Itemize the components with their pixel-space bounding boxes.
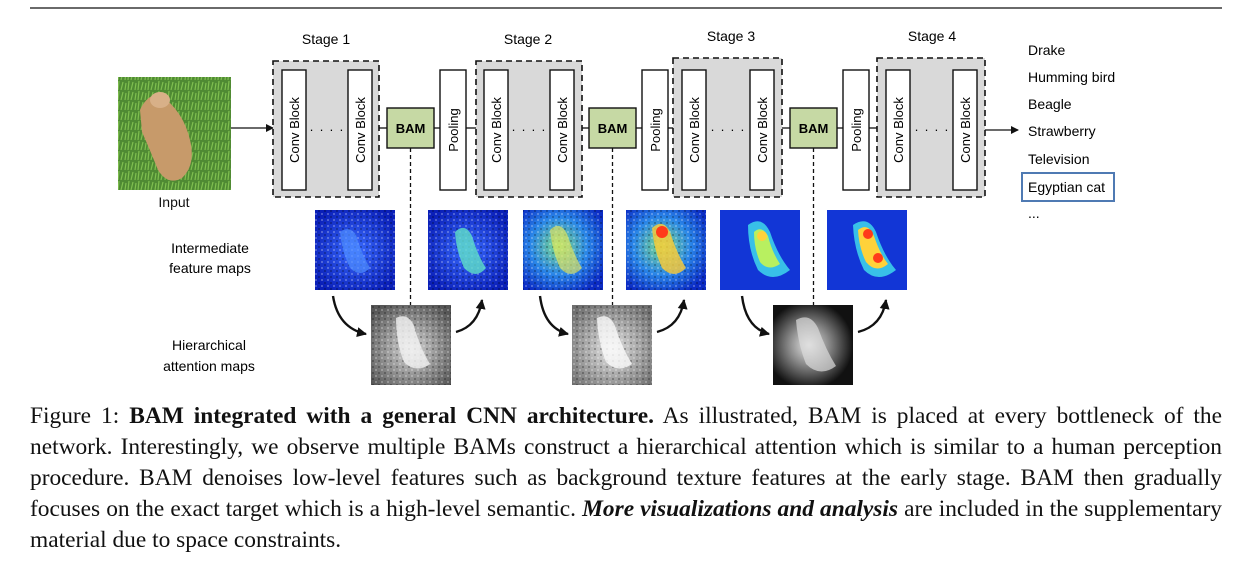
- pooling-label: Pooling: [648, 108, 663, 151]
- stage-3: Conv Block · · · · Conv Block: [672, 57, 783, 198]
- class-item: Drake: [1028, 42, 1066, 58]
- stage-title-4: Stage 4: [908, 28, 956, 44]
- caption-suffix: are included in the supplementary materi…: [30, 496, 1222, 553]
- feature-map-6: [827, 210, 907, 290]
- conv-block-label: Conv Block: [489, 97, 504, 163]
- conv-block-label: Conv Block: [755, 97, 770, 163]
- class-list: Drake Humming bird Beagle Strawberry Tel…: [1021, 42, 1115, 221]
- architecture-figure: Input Stage 1 Stage 2 Stage 3 Stage 4 Co…: [30, 7, 1222, 385]
- pooling-label: Pooling: [849, 108, 864, 151]
- class-item: Strawberry: [1028, 123, 1096, 139]
- stage-title-3: Stage 3: [707, 28, 755, 44]
- class-item: ...: [1028, 205, 1040, 221]
- feature-map-4: [626, 210, 706, 290]
- intermediate-label-line2: feature maps: [169, 260, 251, 276]
- highlight-box: [1021, 172, 1115, 202]
- stage-dots: · · · ·: [914, 122, 949, 137]
- attention-label-line1: Hierarchical: [172, 337, 246, 353]
- curve-arrow-in-3: [740, 295, 770, 337]
- conv-block-label: Conv Block: [287, 97, 302, 163]
- caption-bold-italic: More visualizations and analysis: [582, 496, 898, 522]
- conv-block-label: Conv Block: [958, 97, 973, 163]
- conv-block-label: Conv Block: [555, 97, 570, 163]
- input-label: Input: [158, 194, 189, 210]
- pooling-label: Pooling: [446, 108, 461, 151]
- feature-map-3: [523, 210, 603, 290]
- stage-4: Conv Block · · · · Conv Block: [876, 57, 986, 198]
- stage-dots: · · · ·: [309, 122, 344, 137]
- class-item: Humming bird: [1028, 69, 1115, 85]
- bam-module-2: BAM: [588, 107, 637, 149]
- input-image: [118, 77, 231, 190]
- caption-bold: BAM integrated with a general CNN archit…: [129, 403, 654, 429]
- curve-arrow-out-2: [656, 299, 688, 334]
- caption-body: As illustrated, BAM is placed at every b…: [30, 403, 1222, 522]
- caption-prefix: Figure 1:: [30, 403, 130, 429]
- stage-1: Conv Block · · · · Conv Block: [272, 60, 380, 198]
- curve-arrow-out-1: [455, 299, 486, 334]
- feature-map-2: [428, 210, 508, 290]
- stage-title-2: Stage 2: [504, 31, 552, 47]
- bam-label: BAM: [598, 121, 628, 136]
- feature-map-5: [720, 210, 800, 290]
- attention-label-line2: attention maps: [163, 358, 255, 374]
- class-item-highlighted: Egyptian cat: [1028, 179, 1105, 195]
- curve-arrow-out-3: [857, 299, 890, 334]
- stage-dots: · · · ·: [710, 122, 745, 137]
- intermediate-label-line1: Intermediate: [171, 240, 249, 256]
- bam-module-1: BAM: [386, 107, 435, 149]
- conv-block-label: Conv Block: [687, 97, 702, 163]
- figure-caption: Figure 1: BAM integrated with a general …: [30, 401, 1222, 556]
- feature-map-1: [315, 210, 395, 290]
- bam-label: BAM: [396, 121, 426, 136]
- attention-map-3: [773, 305, 853, 385]
- attention-map-1: [371, 305, 451, 385]
- stage-2: Conv Block · · · · Conv Block: [475, 60, 583, 198]
- bam-module-3: BAM: [789, 107, 838, 149]
- attention-map-2: [572, 305, 652, 385]
- curve-arrow-in-1: [331, 295, 367, 337]
- class-item: Television: [1028, 151, 1089, 167]
- stage-dots: · · · ·: [511, 122, 546, 137]
- conv-block-label: Conv Block: [353, 97, 368, 163]
- pooling-2: Pooling: [641, 69, 669, 191]
- bam-label: BAM: [799, 121, 829, 136]
- pooling-1: Pooling: [439, 69, 467, 191]
- conv-block-label: Conv Block: [891, 97, 906, 163]
- class-item: Beagle: [1028, 96, 1072, 112]
- pooling-3: Pooling: [842, 69, 870, 191]
- stage-title-1: Stage 1: [302, 31, 350, 47]
- curve-arrow-in-2: [538, 295, 569, 337]
